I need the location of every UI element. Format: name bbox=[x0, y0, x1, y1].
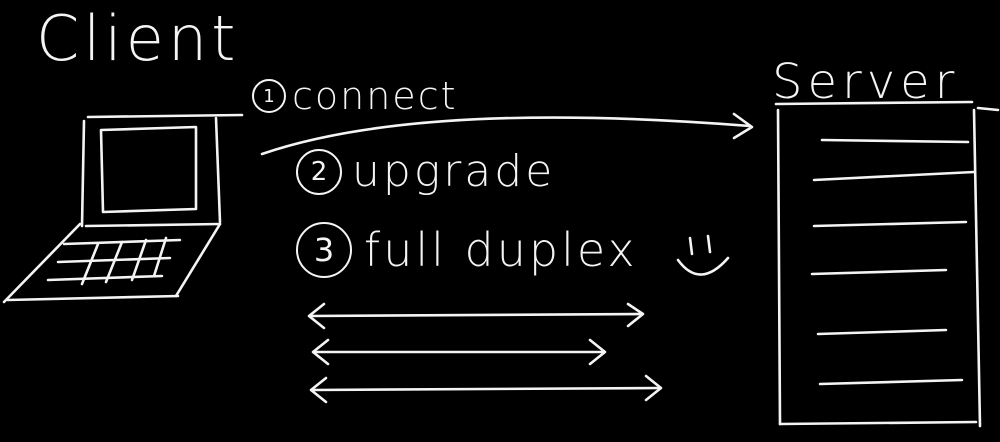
step-label-upgrade: upgrade bbox=[352, 146, 556, 197]
duplex-arrow-1 bbox=[307, 302, 645, 330]
client-label: Client bbox=[36, 2, 240, 75]
server-label: Server bbox=[772, 54, 960, 110]
step-number-3: 3 bbox=[296, 222, 352, 278]
step-number-2: 2 bbox=[296, 148, 342, 195]
server-icon bbox=[774, 100, 1000, 428]
step-number-1: 1 bbox=[252, 79, 286, 113]
laptop-icon bbox=[2, 113, 244, 304]
step-label-full-duplex: full duplex bbox=[364, 223, 638, 277]
duplex-arrow-3 bbox=[309, 374, 663, 404]
connect-arrow bbox=[260, 112, 754, 156]
step-upgrade: 2 upgrade bbox=[296, 146, 555, 197]
step-connect: 1 connect bbox=[252, 74, 457, 118]
step-label-connect: connect bbox=[292, 74, 458, 118]
step-full-duplex: 3 full duplex bbox=[296, 222, 638, 278]
duplex-arrow-2 bbox=[311, 338, 607, 366]
smiley-icon bbox=[676, 234, 730, 276]
